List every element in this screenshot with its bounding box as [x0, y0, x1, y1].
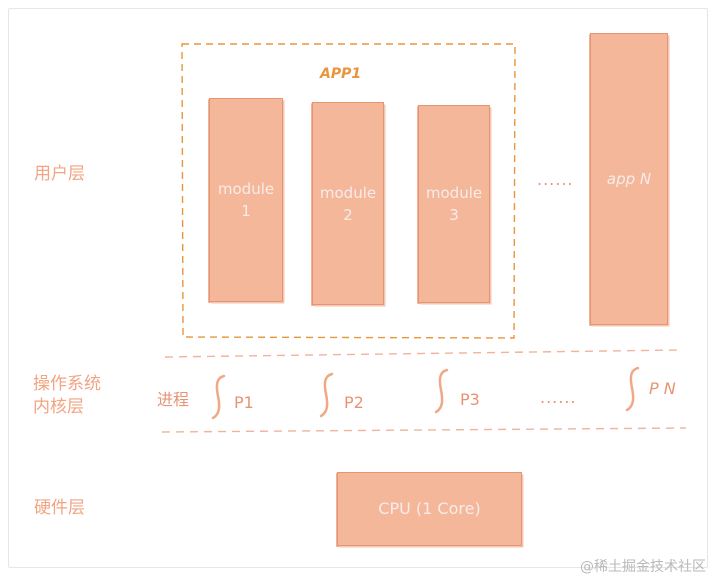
process-ellipsis: ......: [540, 388, 577, 407]
process-n-squiggle-icon: [625, 366, 640, 412]
cpu-block: CPU (1 Core): [337, 472, 522, 546]
app1-title: APP1: [320, 66, 362, 82]
app-n-label: app N: [606, 170, 652, 188]
process-1-squiggle-icon: [211, 374, 226, 420]
module-2-label: module 2: [319, 183, 377, 224]
process-3-squiggle-icon: [434, 368, 449, 414]
process-3-label: P3: [460, 390, 480, 409]
process-2-label: P2: [344, 393, 364, 412]
hardware-layer-label: 硬件层: [34, 498, 85, 518]
kernel-bottom-divider: [161, 427, 687, 433]
kernel-layer-label-line1: 操作系统: [33, 374, 101, 394]
process-2-squiggle-icon: [319, 372, 334, 418]
user-layer-label: 用户层: [34, 164, 85, 184]
process-n-label: P N: [649, 379, 676, 398]
watermark: @稀土掘金技术社区: [580, 559, 706, 575]
process-1-label: P1: [234, 393, 254, 412]
module-1-label: module 1: [217, 180, 275, 220]
module-1-block: module 1: [209, 98, 283, 302]
app-n-block: app N: [590, 33, 668, 325]
module-2-block: module 2: [312, 102, 384, 305]
app-ellipsis: ......: [537, 170, 574, 189]
module-3-label: module 3: [425, 184, 483, 224]
kernel-layer-label-line2: 内核层: [33, 397, 84, 417]
process-label: 进程: [157, 390, 190, 409]
module-3-block: module 3: [418, 105, 490, 303]
cpu-label: CPU (1 Core): [378, 499, 481, 518]
kernel-top-divider: [164, 349, 681, 358]
